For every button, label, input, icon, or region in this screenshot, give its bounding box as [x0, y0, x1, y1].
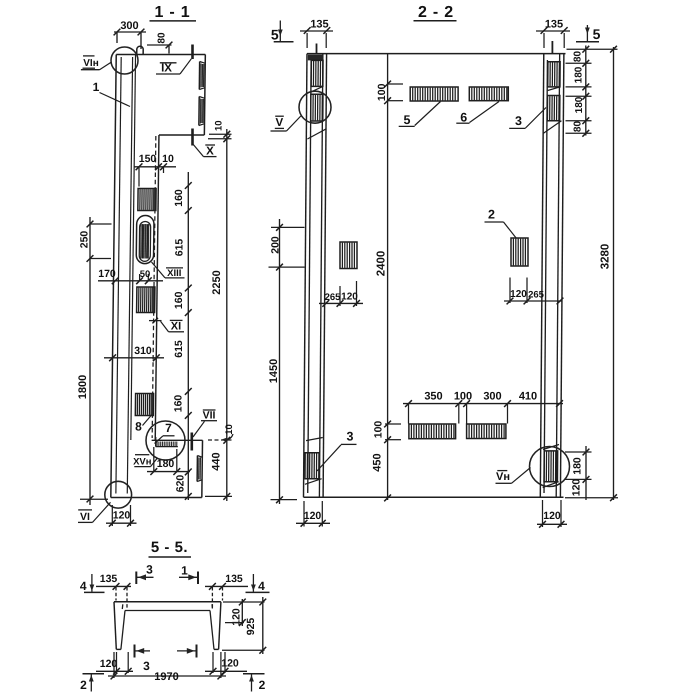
svg-text:VIн: VIн — [83, 58, 99, 69]
svg-text:2250: 2250 — [211, 270, 223, 294]
svg-text:180: 180 — [572, 457, 584, 475]
svg-text:135: 135 — [545, 19, 563, 31]
svg-text:8: 8 — [135, 420, 142, 434]
svg-text:3: 3 — [515, 114, 522, 128]
svg-text:180: 180 — [574, 66, 585, 83]
svg-text:VII: VII — [203, 409, 216, 421]
svg-text:120: 120 — [113, 510, 131, 522]
svg-text:80: 80 — [157, 32, 168, 44]
svg-text:1: 1 — [181, 564, 188, 578]
svg-text:2: 2 — [259, 678, 266, 692]
svg-text:135: 135 — [100, 573, 118, 585]
svg-text:4: 4 — [80, 579, 87, 593]
svg-text:925: 925 — [245, 618, 257, 636]
svg-text:200: 200 — [270, 236, 282, 254]
svg-text:5: 5 — [593, 26, 601, 42]
svg-text:250: 250 — [79, 231, 91, 249]
svg-text:5: 5 — [404, 113, 411, 127]
svg-text:620: 620 — [175, 475, 187, 493]
svg-text:440: 440 — [211, 452, 223, 470]
svg-text:300: 300 — [120, 20, 138, 32]
svg-text:6: 6 — [460, 111, 467, 125]
svg-text:1450: 1450 — [268, 359, 280, 383]
svg-text:410: 410 — [519, 391, 537, 403]
svg-text:1800: 1800 — [77, 375, 89, 399]
svg-text:120: 120 — [571, 479, 583, 497]
svg-text:XIII: XIII — [167, 268, 181, 279]
svg-text:50: 50 — [140, 269, 151, 280]
svg-text:160: 160 — [173, 189, 185, 207]
svg-text:1970: 1970 — [154, 671, 178, 683]
svg-text:150: 150 — [139, 153, 157, 165]
svg-text:615: 615 — [174, 239, 186, 257]
svg-text:3280: 3280 — [600, 244, 612, 270]
svg-text:135: 135 — [225, 573, 243, 585]
svg-text:IX: IX — [161, 63, 172, 75]
svg-text:120: 120 — [304, 510, 322, 522]
svg-text:265: 265 — [528, 290, 545, 301]
svg-text:XVн: XVн — [133, 456, 152, 467]
svg-text:100: 100 — [376, 83, 388, 101]
svg-text:265: 265 — [325, 292, 342, 303]
svg-text:5 - 5.: 5 - 5. — [151, 539, 188, 556]
svg-text:310: 310 — [134, 345, 152, 357]
svg-text:350: 350 — [424, 391, 442, 403]
svg-text:1 - 1: 1 - 1 — [154, 4, 190, 21]
svg-text:10: 10 — [162, 153, 174, 165]
svg-text:80: 80 — [573, 51, 584, 63]
svg-text:VI: VI — [80, 511, 90, 523]
svg-text:X: X — [206, 145, 214, 157]
svg-text:170: 170 — [98, 268, 116, 280]
svg-text:3: 3 — [347, 430, 354, 444]
svg-text:120: 120 — [231, 608, 243, 626]
svg-text:2: 2 — [488, 208, 495, 222]
svg-text:Vн: Vн — [496, 471, 510, 483]
svg-text:80: 80 — [573, 121, 584, 133]
svg-text:160: 160 — [173, 395, 185, 413]
svg-text:100: 100 — [373, 421, 385, 439]
svg-text:V: V — [275, 117, 283, 129]
svg-text:450: 450 — [372, 453, 384, 471]
svg-text:XI: XI — [171, 320, 181, 332]
svg-text:2 - 2: 2 - 2 — [418, 4, 454, 21]
svg-text:300: 300 — [483, 391, 501, 403]
svg-text:180: 180 — [157, 458, 175, 470]
svg-text:2400: 2400 — [376, 251, 388, 277]
svg-text:1: 1 — [93, 80, 100, 94]
svg-text:100: 100 — [454, 391, 472, 403]
svg-text:120: 120 — [341, 292, 358, 303]
svg-text:5: 5 — [271, 27, 279, 43]
svg-text:10: 10 — [214, 120, 225, 131]
svg-text:160: 160 — [173, 291, 185, 309]
svg-text:2: 2 — [80, 678, 87, 692]
svg-text:135: 135 — [310, 19, 328, 31]
svg-text:615: 615 — [173, 340, 185, 358]
svg-text:3: 3 — [146, 563, 153, 577]
svg-text:3: 3 — [143, 659, 150, 673]
svg-text:180: 180 — [574, 96, 585, 113]
svg-text:4: 4 — [258, 579, 265, 593]
svg-text:120: 120 — [510, 289, 527, 300]
svg-text:120: 120 — [543, 510, 561, 522]
svg-text:10: 10 — [224, 424, 235, 435]
svg-text:120: 120 — [100, 658, 118, 670]
svg-text:120: 120 — [221, 658, 239, 670]
svg-text:7: 7 — [165, 421, 172, 435]
